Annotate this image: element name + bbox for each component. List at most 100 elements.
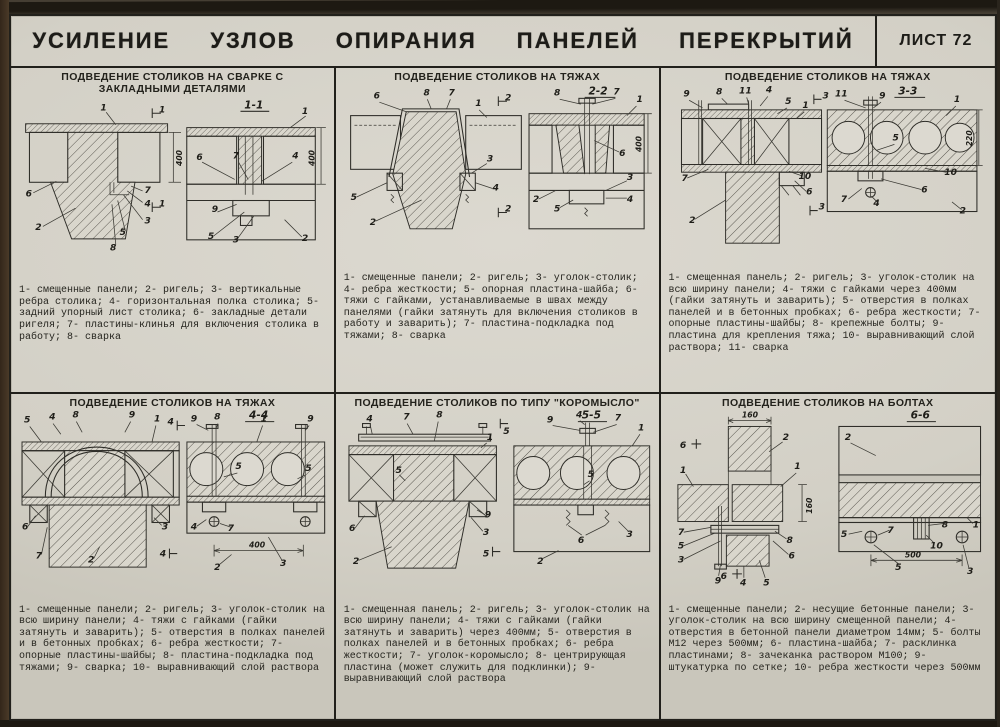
- callout-label: 8: [716, 88, 722, 98]
- callout-label: 2: [959, 207, 965, 217]
- callout-label: 5: [208, 232, 214, 242]
- callout-label: 7: [36, 550, 43, 561]
- callout-label: 1: [486, 432, 492, 443]
- callout-label: 6: [196, 153, 203, 163]
- callout-label: 7: [145, 186, 152, 196]
- callout-label: 7: [681, 174, 688, 184]
- panel-1: ПОДВЕДЕНИЕ СТОЛИКОВ НА СВАРКЕ С ЗАКЛАДНЫ…: [11, 68, 336, 394]
- section-marker: 6: [679, 439, 686, 450]
- callout-label: 8: [423, 89, 429, 99]
- panel-1-title: ПОДВЕДЕНИЕ СТОЛИКОВ НА СВАРКЕ С ЗАКЛАДНЫ…: [61, 71, 284, 96]
- section-label: 6-6: [910, 409, 930, 422]
- section-marker: 3: [822, 91, 828, 101]
- dimension-label: 400: [175, 149, 184, 166]
- callout-label: 8: [554, 89, 560, 99]
- callout-label: 5: [305, 463, 311, 474]
- callout-label: 3: [483, 527, 489, 538]
- panel-5-legend: 1- смещенная панель; 2- ригель; 3- уголо…: [343, 604, 650, 686]
- panel-5-title: ПОДВЕДЕНИЕ СТОЛИКОВ ПО ТИПУ "КОРОМЫСЛО": [354, 396, 640, 409]
- panel-3-legend: 1- смещенная панель; 2- ригель; 3- уголо…: [668, 273, 981, 354]
- callout-label: 3: [626, 529, 632, 540]
- callout-label: 5: [120, 228, 126, 238]
- section-marker: 6: [720, 570, 727, 581]
- callout-label: 9: [714, 575, 720, 586]
- dimension-label: 220: [965, 130, 974, 147]
- callout-label: 2: [214, 562, 220, 573]
- panel-1-drawing: 400 1 1 1 6 2 7 4 3 5 8 1-1: [25, 100, 326, 254]
- callout-label: 3: [145, 217, 151, 227]
- callout-label: 6: [788, 550, 795, 561]
- callout-label: 5: [840, 529, 846, 540]
- callout-label: 2: [370, 218, 376, 228]
- callout-label: 3: [280, 558, 286, 569]
- callout-label: 7: [233, 151, 240, 161]
- callout-label: 4: [491, 183, 498, 193]
- callout-label: 6: [806, 187, 813, 197]
- panel-4: ПОДВЕДЕНИЕ СТОЛИКОВ НА ТЯЖАХ: [11, 393, 336, 719]
- scan-edge-bottom: [0, 720, 1000, 727]
- callout-label: 5: [350, 193, 356, 203]
- callout-label: 6: [619, 149, 626, 159]
- callout-label: 7: [448, 89, 455, 99]
- callout-label: 7: [403, 411, 410, 422]
- dimension-label: 160: [741, 410, 758, 419]
- dimension-label: 160: [804, 497, 813, 514]
- callout-label: 3: [233, 236, 239, 246]
- callout-label: 7: [840, 195, 847, 205]
- callout-label: 8: [110, 244, 116, 254]
- callout-label: 4: [738, 577, 745, 588]
- panel-3: ПОДВЕДЕНИЕ СТОЛИКОВ НА ТЯЖАХ: [660, 68, 995, 394]
- callout-label: 1: [302, 107, 308, 117]
- callout-label: 6: [26, 190, 33, 200]
- callout-label: 8: [72, 409, 79, 420]
- callout-label: 2: [353, 556, 359, 567]
- callout-label: 7: [613, 88, 620, 98]
- panel-1-legend: 1- смещенные панели; 2- ригель; 3- верти…: [19, 285, 320, 343]
- section-view: 5-5 9 4: [513, 409, 650, 567]
- section-view: 2-2 400: [528, 86, 652, 230]
- callout-label: 3: [677, 554, 683, 565]
- callout-label: 4: [872, 199, 879, 209]
- callout-label: 11: [739, 87, 752, 97]
- callout-label: 9: [485, 509, 491, 520]
- callout-label: 3: [487, 155, 493, 165]
- section-label: 3-3: [898, 86, 917, 98]
- callout-label: 1: [953, 95, 959, 105]
- scan-edge-left: [0, 0, 9, 727]
- callout-label: 9: [547, 414, 553, 425]
- callout-label: 2: [537, 556, 543, 567]
- callout-label: 4: [365, 413, 372, 424]
- panel-6-legend: 1- смещенные панели; 2- несущие бетонные…: [668, 604, 981, 674]
- callout-label: 1: [972, 519, 978, 530]
- dimension-label: 400: [307, 149, 316, 166]
- callout-label: 3: [966, 565, 972, 576]
- callout-label: 1: [261, 413, 267, 424]
- callout-label: 1: [794, 461, 800, 472]
- callout-label: 5: [892, 134, 898, 144]
- callout-label: 9: [683, 89, 689, 99]
- section-view: 1-1 400 1: [186, 100, 326, 246]
- section-view: 6-6 500 2: [837, 409, 981, 576]
- callout-label: 2: [88, 554, 94, 565]
- panel-5: ПОДВЕДЕНИЕ СТОЛИКОВ ПО ТИПУ "КОРОМЫСЛО": [336, 393, 661, 719]
- callout-label: 1: [475, 99, 481, 109]
- callout-label: 2: [844, 432, 850, 443]
- callout-label: 1: [802, 101, 808, 111]
- callout-label: 5: [554, 205, 560, 215]
- callout-label: 11: [834, 89, 847, 99]
- section-marker: 1: [159, 105, 165, 115]
- callout-label: 4: [190, 521, 197, 532]
- title-bar: УСИЛЕНИЕ УЗЛОВ ОПИРАНИЯ ПАНЕЛЕЙ ПЕРЕКРЫТ…: [11, 16, 995, 68]
- callout-label: 6: [349, 523, 356, 534]
- panel-grid: ПОДВЕДЕНИЕ СТОЛИКОВ НА СВАРКЕ С ЗАКЛАДНЫ…: [11, 68, 995, 719]
- callout-label: 4: [764, 86, 771, 96]
- section-marker: 5: [503, 426, 509, 437]
- callout-label: 9: [212, 205, 218, 215]
- callout-label: 1: [154, 413, 160, 424]
- dimension-label: 400: [634, 135, 643, 152]
- callout-label: 4: [144, 199, 151, 209]
- left-view: 400 1 1 1 6 2 7 4 3 5 8: [25, 103, 184, 254]
- callout-label: 1: [638, 422, 644, 433]
- callout-label: 2: [533, 195, 539, 205]
- callout-label: 7: [677, 527, 684, 538]
